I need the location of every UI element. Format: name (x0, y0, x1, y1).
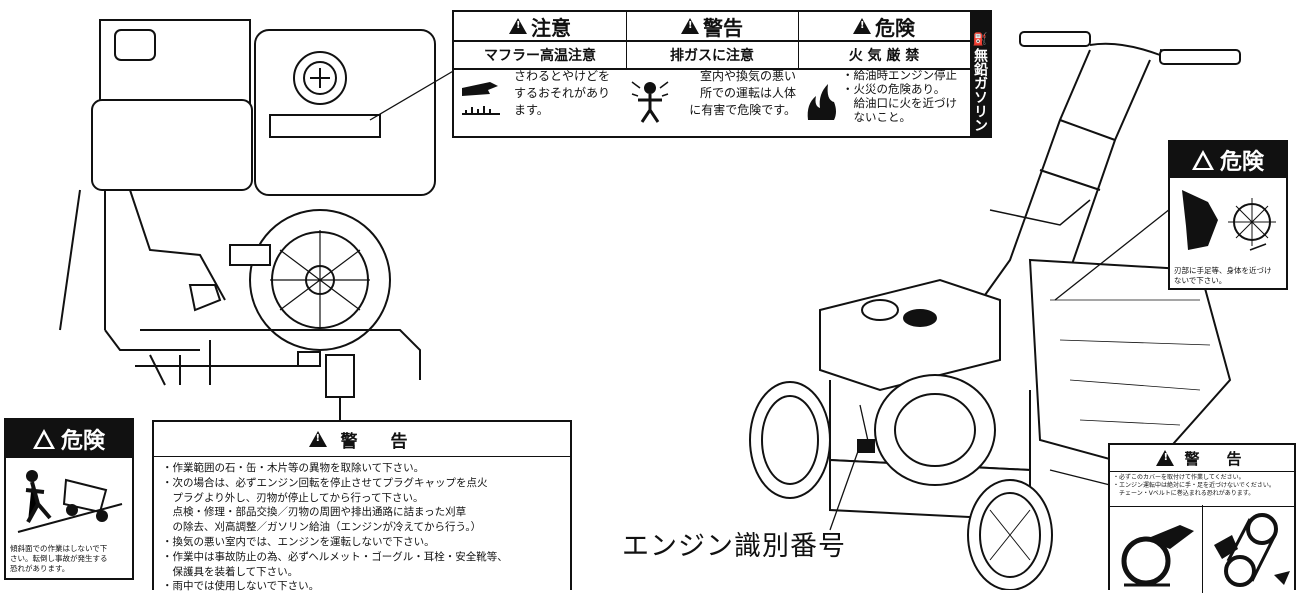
danger-slope-text: 傾斜面での作業はしないで下 さい。転倒し事故が発生する 恐れがあります。 (10, 544, 132, 574)
warning-triangle-icon (853, 18, 871, 34)
engine-serial-caption: エンジン識別番号 (622, 531, 846, 562)
unleaded-gasoline-tag: ⛽ 無鉛ガソリン (970, 12, 990, 136)
danger-blade-text: 刃部に手足等、身体を近づけ ないで下さい。 (1174, 266, 1286, 286)
chain-hand-icon (1110, 505, 1203, 593)
warning-item: ・作業中は事故防止の為、必ずヘルメット・ゴーグル・耳栓・安全靴等、 (162, 550, 508, 563)
belt-hand-icon (1204, 505, 1296, 593)
danger-slope-label: 危険 傾斜面での作業はしないで下 さい。転倒し事故が発生する 恐れがあります。 (4, 418, 134, 580)
belt-warning-line: ・必ずこのカバーを取付けて作業してください。 (1113, 474, 1245, 481)
warning-item: ・換気の悪い室内では、エンジンを運転しないで下さい。 (162, 535, 435, 548)
danger-subtitle: 火 気 厳 禁 (798, 40, 971, 70)
danger-line: ・給油時エンジン停止 (842, 68, 957, 82)
warning-line: 室内や換気の悪い (699, 69, 796, 83)
mower-drawing (749, 31, 1241, 590)
danger-title: 危険 (875, 15, 915, 40)
danger-line: ないこと。 (842, 110, 911, 124)
hot-hand-icon (460, 74, 502, 124)
warning-line: に有害で危険です。 (689, 103, 796, 117)
warning-triangle-icon (509, 18, 527, 34)
unleaded-gasoline-text: 無鉛ガソリン (972, 48, 988, 132)
belt-warning-line: チェーン・Vベルトに巻込まれる恐れがあります。 (1113, 490, 1255, 497)
warning-triangle-icon (32, 429, 55, 449)
danger-blade-line: ないで下さい。 (1174, 276, 1227, 285)
warning-item: ・次の場合は、必ずエンジン回転を停止させてプラグキャップを点火 (162, 476, 488, 489)
warning-item: プラグより外し、刃物が停止してから行って下さい。 (162, 491, 424, 504)
top-warning-strip: 注意 警告 危険 マフラー高温注意 排ガスに注意 火 気 厳 禁 さわるとやけど… (452, 10, 992, 138)
warning-item: ・雨中では使用しないで下さい。 (162, 580, 320, 593)
warning-header: 警告 (626, 12, 799, 40)
caution-header: 注意 (454, 12, 627, 40)
main-warning-title: 警 告 (340, 431, 416, 452)
exhaust-person-icon (630, 74, 670, 124)
caution-line: するおそれがあり (514, 86, 611, 100)
belt-warning-text: ・必ずこのカバーを取付けて作業してください。 ・エンジン運転中は絶対に手・足を近… (1110, 472, 1294, 507)
danger-blade-title: 危険 (1219, 150, 1264, 175)
warning-subtitle: 排ガスに注意 (626, 40, 799, 70)
belt-warning-title: 警 告 (1184, 449, 1248, 468)
main-warning-list: ・作業範囲の石・缶・木片等の異物を取除いて下さい。 ・次の場合は、必ずエンジン回… (162, 461, 570, 594)
warning-body: 室内や換気の悪い 所での運転は人体 に有害で危険です。 (676, 68, 796, 119)
fuel-pump-icon: ⛽ (972, 32, 988, 46)
danger-slope-line: 恐れがあります。 (10, 564, 70, 573)
warning-line: 所での運転は人体 (699, 86, 796, 100)
danger-slope-title: 危険 (60, 429, 105, 454)
belt-warning-header: 警 告 (1110, 445, 1294, 472)
danger-line: ・火災の危険あり。 (842, 82, 946, 96)
main-warning-box: 警 告 ・作業範囲の石・缶・木片等の異物を取除いて下さい。 ・次の場合は、必ずエ… (152, 420, 572, 592)
flame-icon (804, 76, 840, 122)
main-warning-header: 警 告 (154, 422, 570, 457)
danger-header: 危険 (798, 12, 971, 40)
danger-blade-label: 危険 刃部に手足等、身体を近づけ ないで下さい。 (1168, 140, 1288, 290)
warning-item: ・作業範囲の石・缶・木片等の異物を取除いて下さい。 (162, 462, 425, 474)
danger-line: 給油口に火を近づけ (842, 96, 957, 110)
warning-triangle-icon (1156, 450, 1175, 466)
hand-blade-icon (1178, 186, 1278, 256)
danger-slope-header: 危険 (6, 420, 132, 458)
warning-triangle-icon (1191, 150, 1214, 170)
warning-triangle-icon (308, 431, 328, 447)
warning-item: 保護具を装着して下さい。 (162, 565, 299, 578)
warning-item: の除去、刈高調整／ガソリン給油（エンジンが冷えてから行う。） (162, 521, 482, 534)
belt-warning-line: ・エンジン運転中は絶対に手・足を近づけないでください。 (1113, 482, 1275, 489)
caution-line: さわるとやけどを (514, 69, 611, 83)
caution-subtitle: マフラー高温注意 (454, 40, 627, 70)
caution-title: 注意 (531, 15, 571, 40)
warning-triangle-icon (681, 18, 699, 34)
danger-body: ・給油時エンジン停止 ・火災の危険あり。 給油口に火を近づけ ないこと。 (842, 68, 972, 124)
slope-tipover-icon (16, 464, 124, 534)
danger-blade-header: 危険 (1170, 142, 1286, 178)
caution-body: さわるとやけどを するおそれがあり ます。 (514, 68, 624, 119)
engine-drawing (59, 19, 436, 420)
danger-slope-line: さい。転倒し事故が発生する (10, 554, 108, 563)
danger-slope-line: 傾斜面での作業はしないで下 (10, 544, 108, 553)
caution-line: ます。 (514, 103, 549, 117)
danger-blade-line: 刃部に手足等、身体を近づけ (1174, 266, 1272, 275)
belt-warning-label: 警 告 ・必ずこのカバーを取付けて作業してください。 ・エンジン運転中は絶対に手… (1108, 443, 1296, 593)
warning-item: 点検・修理・部品交換／刃物の周囲や排出通路に詰まった刈草 (162, 506, 467, 519)
warning-title: 警告 (703, 15, 743, 40)
